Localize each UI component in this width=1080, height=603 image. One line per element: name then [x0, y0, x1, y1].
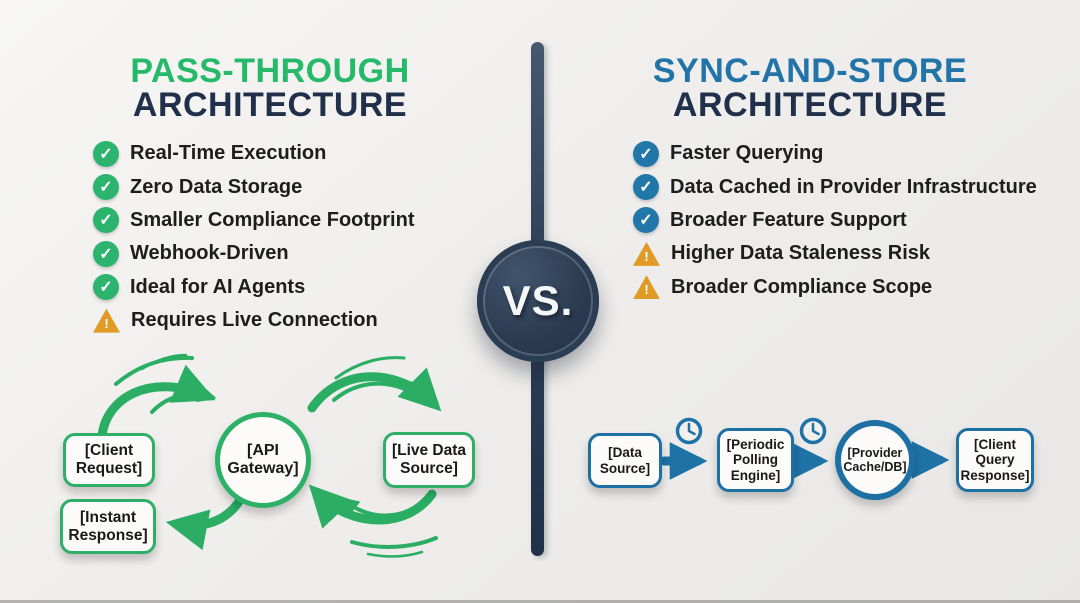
list-item: ✓ Broader Feature Support — [633, 204, 1037, 237]
list-item: ✓ Ideal for AI Agents — [93, 271, 414, 304]
list-item: ✓ Real-Time Execution — [93, 137, 414, 170]
list-item-label: Real-Time Execution — [130, 142, 327, 165]
flow-node-label: [Client Query Response] — [960, 436, 1030, 483]
list-item-label: Smaller Compliance Footprint — [130, 208, 415, 231]
bottom-edge-line — [0, 600, 1080, 603]
flow-node-client-query-response: [Client Query Response] — [956, 428, 1034, 492]
list-item-label: Faster Querying — [670, 142, 824, 165]
list-item-label: Broader Compliance Scope — [671, 275, 933, 298]
flow-node-label: [Live Data Source] — [391, 442, 467, 477]
list-item-label: Requires Live Connection — [131, 309, 378, 332]
list-item-label: Broader Feature Support — [670, 208, 907, 231]
right-title: SYNC-AND-STORE ARCHITECTURE — [540, 54, 1080, 122]
check-icon: ✓ — [93, 274, 119, 301]
clock-icon — [799, 417, 827, 445]
warning-icon: ! — [93, 308, 120, 333]
right-title-accent: SYNC-AND-STORE — [652, 52, 968, 90]
flow-node-label: [API Gateway] — [227, 441, 299, 477]
left-title-rest: ARCHITECTURE — [132, 86, 408, 124]
check-icon: ✓ — [93, 240, 119, 267]
check-icon: ✓ — [633, 207, 659, 234]
flow-node-data-source: [Data Source] — [588, 433, 662, 488]
list-item: ✓ Webhook-Driven — [93, 237, 414, 270]
vs-badge: VS. — [477, 240, 599, 362]
list-item: ! Requires Live Connection — [93, 304, 414, 337]
right-title-rest: ARCHITECTURE — [672, 86, 948, 124]
list-item: ! Higher Data Staleness Risk — [633, 237, 1037, 270]
warning-icon: ! — [633, 275, 660, 300]
check-icon: ✓ — [93, 207, 119, 234]
left-title-accent: PASS-THROUGH — [130, 52, 410, 90]
list-item-label: Data Cached in Provider Infrastructure — [670, 175, 1037, 198]
clock-icon — [675, 417, 703, 445]
list-item: ✓ Data Cached in Provider Infrastructure — [633, 170, 1037, 203]
list-item-label: Webhook-Driven — [130, 242, 289, 265]
vs-label: VS. — [502, 277, 574, 324]
list-item: ! Broader Compliance Scope — [633, 271, 1037, 304]
flow-node-label: [Client Request] — [75, 442, 143, 477]
warning-icon: ! — [633, 241, 660, 266]
list-item-label: Ideal for AI Agents — [130, 275, 306, 298]
check-icon: ✓ — [633, 174, 659, 201]
right-feature-list: ✓ Faster Querying ✓ Data Cached in Provi… — [633, 137, 1037, 304]
flow-node-client-request: [Client Request] — [63, 433, 155, 487]
check-icon: ✓ — [633, 140, 659, 167]
flow-node-instant-response: [Instant Response] — [60, 499, 156, 554]
check-icon: ✓ — [93, 140, 119, 167]
check-icon: ✓ — [93, 174, 119, 201]
left-feature-list: ✓ Real-Time Execution ✓ Zero Data Storag… — [93, 137, 414, 337]
flow-node-api-gateway: [API Gateway] — [215, 412, 311, 508]
list-item: ✓ Faster Querying — [633, 137, 1037, 170]
flow-node-label: [Data Source] — [599, 444, 651, 476]
flow-node-label: [Periodic Polling Engine] — [726, 436, 785, 483]
flow-node-label: [Provider Cache/DB] — [843, 445, 907, 474]
flow-node-periodic-polling-engine: [Periodic Polling Engine] — [717, 428, 794, 492]
flow-node-live-data-source: [Live Data Source] — [383, 432, 475, 488]
flow-node-label: [Instant Response] — [68, 508, 148, 544]
left-title: PASS-THROUGH ARCHITECTURE — [0, 54, 540, 122]
flow-node-provider-cache-db: [Provider Cache/DB] — [835, 420, 915, 500]
list-item-label: Higher Data Staleness Risk — [671, 242, 930, 265]
list-item: ✓ Smaller Compliance Footprint — [93, 204, 414, 237]
list-item-label: Zero Data Storage — [130, 175, 303, 198]
list-item: ✓ Zero Data Storage — [93, 170, 414, 203]
